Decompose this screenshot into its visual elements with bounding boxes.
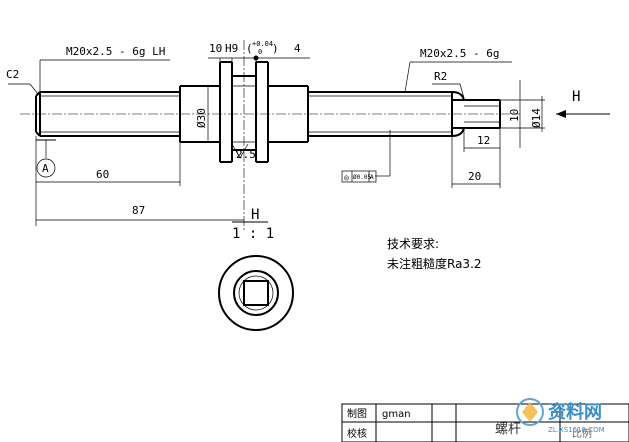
scale-label: 1 : 1 (232, 226, 274, 242)
groove-width-label: 10 (209, 42, 222, 55)
dia-14-label: Ø14 (530, 108, 543, 128)
shaft-outline (35, 61, 501, 163)
tolerance-datum: A (370, 174, 374, 181)
groove-gap-label: 4 (294, 42, 301, 55)
upper-tolerance: +0.04 (252, 40, 273, 48)
dimension-annotations: C2 M20x2.5 - 6g LH 10 H9 +0.04 0 ( ) 4 M… (6, 40, 610, 242)
scale-column-label: 比例 (572, 427, 592, 440)
end-view-inner-circle (233, 270, 279, 316)
end-length-label: 20 (468, 170, 481, 183)
dia-30-label: Ø30 (195, 108, 208, 128)
title-block: 制图 gman 校核 螺杆 比例 (341, 403, 629, 442)
drawn-by-value: gman (382, 409, 411, 420)
watermark: 资料网 ZL.XS1616.COM (516, 398, 605, 434)
end-flat-label: 10 (508, 109, 521, 122)
datum-label: A (42, 162, 49, 175)
length-87-label: 87 (132, 204, 145, 217)
fit-label: H9 (225, 42, 238, 55)
end-view-thread-circle (238, 275, 274, 311)
watermark-star-icon (522, 402, 538, 422)
watermark-text: 资料网 (548, 401, 602, 423)
check-label: 校核 (347, 427, 367, 440)
lower-tolerance: 0 (258, 48, 262, 56)
radius-label: R2 (434, 70, 447, 83)
right-thread-label: M20x2.5 - 6g (420, 47, 499, 60)
end-view (218, 255, 294, 331)
roughness-label: 2.5 (236, 148, 256, 161)
length-60-label: 60 (96, 168, 109, 181)
concentricity-icon: ◎ (344, 173, 349, 182)
drawn-by-label: 制图 (347, 407, 367, 420)
datum-circle (36, 158, 56, 178)
tolerance-paren-close: ) (272, 42, 279, 55)
tolerance-paren-open: ( (246, 42, 253, 55)
notes-line1: 未注粗糙度Ra3.2 (387, 256, 482, 271)
view-mark-right: H (572, 89, 580, 105)
part-name: 螺杆 (495, 422, 521, 437)
dimension-dot (253, 55, 259, 61)
left-thread-label: M20x2.5 - 6g LH (66, 45, 165, 58)
end-view-square (243, 280, 269, 306)
tolerance-value: Ø0.05 (353, 174, 371, 181)
section-mark-label: H (251, 207, 259, 223)
watermark-url: ZL.XS1616.COM (548, 426, 605, 434)
notes-title: 技术要求: (387, 237, 439, 251)
end-view-outer-circle (218, 255, 294, 331)
chamfer-label: C2 (6, 68, 19, 81)
watermark-logo-icon (516, 398, 544, 426)
end-width-label: 12 (477, 134, 490, 147)
view-arrow-icon (556, 110, 566, 118)
